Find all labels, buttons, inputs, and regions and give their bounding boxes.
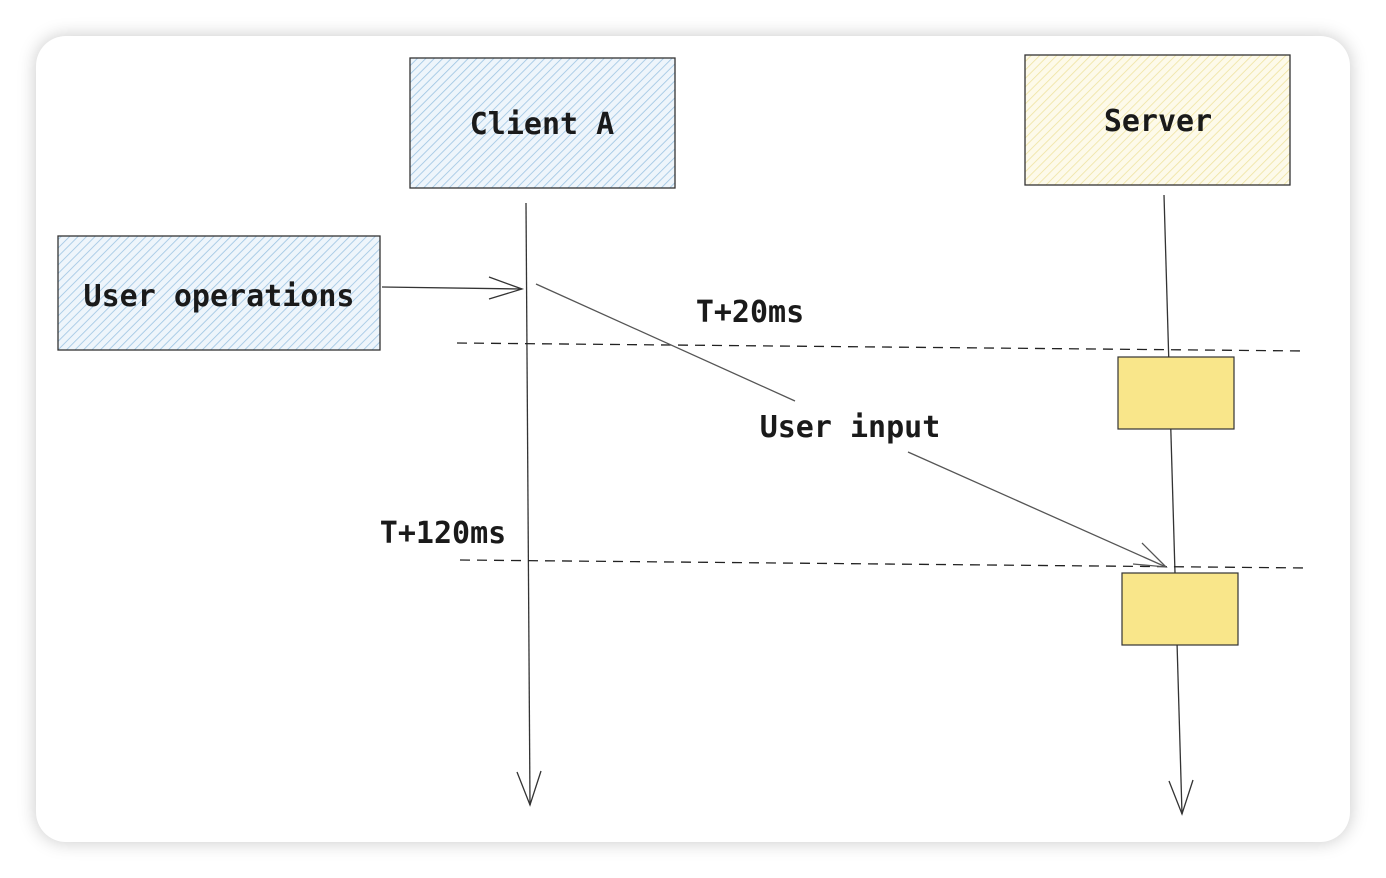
- client-box: [409, 57, 676, 189]
- user-input-arrowhead: [1132, 542, 1168, 568]
- client-lifeline: [516, 202, 542, 807]
- user-operations-arrow: [381, 276, 525, 300]
- user-input-label: User input: [760, 410, 941, 445]
- client-participant: Client A: [409, 57, 676, 189]
- server-activation-first: [1117, 356, 1235, 430]
- user-input-message: User input: [535, 283, 1168, 568]
- time-marker-line-first: [456, 342, 1307, 352]
- time-marker-line-second: [459, 559, 1310, 569]
- client-label: Client A: [470, 107, 615, 142]
- server-lifeline: [1163, 194, 1194, 816]
- server-label: Server: [1104, 104, 1212, 139]
- user-operations-label: User operations: [84, 279, 355, 314]
- server-activation-second: [1121, 572, 1239, 646]
- user-operations-box: [57, 235, 381, 351]
- server-lifeline-arrowhead: [1168, 779, 1194, 816]
- server-box: [1024, 54, 1291, 186]
- time-marker-label-first: T+20ms: [696, 295, 804, 330]
- time-marker-label-second: T+120ms: [380, 516, 506, 551]
- server-participant: Server: [1024, 54, 1291, 186]
- client-lifeline-arrowhead: [516, 770, 542, 807]
- user-operations-arrowhead: [488, 276, 525, 300]
- user-operations-actor: User operations: [57, 235, 381, 351]
